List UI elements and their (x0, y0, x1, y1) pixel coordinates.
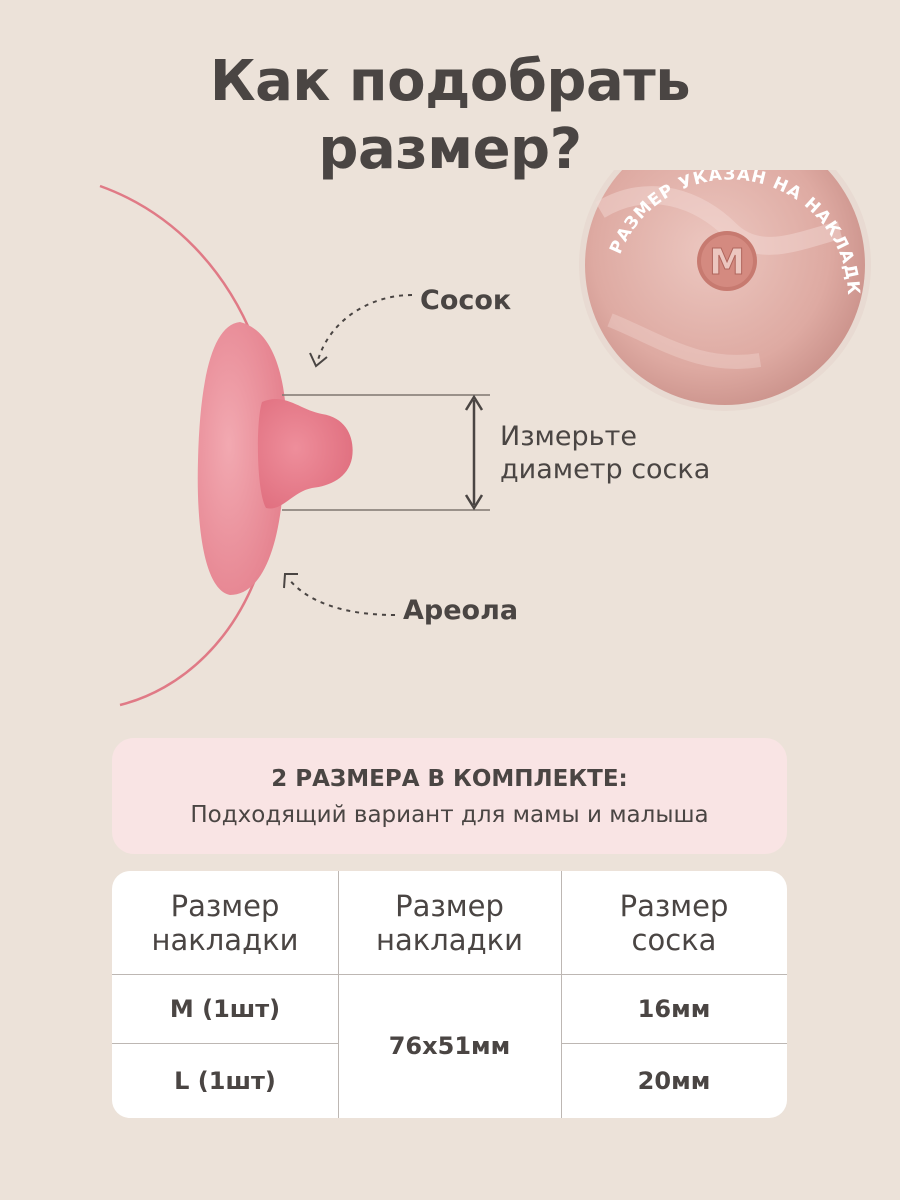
header-line: соска (631, 922, 717, 957)
title-line-2: размер? (318, 117, 582, 182)
measure-label-line-1: Измерьте (500, 421, 637, 452)
areola-label: Ареола (403, 595, 518, 626)
kit-subheading: Подходящий вариант для мамы и малыша (190, 802, 709, 828)
table-header-shield-size-2: Размер накладки (338, 871, 561, 974)
table-divider (112, 1043, 338, 1044)
table-divider (561, 871, 562, 1118)
nipple-shape (257, 399, 353, 509)
measurement-diagram: Сосок Ареола Измерьте диаметр соска M РА… (0, 170, 871, 707)
table-cell-size-l: L (1шт) (174, 1066, 276, 1095)
table-cell-nipple-16: 16мм (637, 994, 711, 1023)
kit-heading: 2 РАЗМЕРА В КОМПЛЕКТЕ: (271, 766, 628, 792)
table-divider (338, 871, 339, 1118)
areola-shape (197, 322, 287, 595)
measure-arrow-down (464, 494, 484, 511)
header-line: накладки (151, 922, 299, 957)
nipple-pointer-head (309, 352, 328, 368)
table-cell-size-m: M (1шт) (169, 994, 281, 1023)
table-cell-nipple-20: 20мм (637, 1066, 711, 1095)
table-cell-shield-dimensions: 76х51мм (388, 1032, 511, 1060)
size-table: Размер накладки Размер накладки Размер с… (112, 871, 787, 1118)
badge-size-letter: M (709, 242, 745, 283)
page-title: Как подобрать размер? (0, 48, 900, 184)
table-divider (112, 974, 787, 975)
title-line-1: Как подобрать (209, 49, 691, 114)
areola-pointer-arrow (287, 577, 396, 616)
measure-arrow-up (464, 394, 484, 411)
header-line: накладки (376, 922, 523, 957)
table-divider (561, 1043, 787, 1044)
table-header-nipple-size: Размер соска (561, 871, 787, 974)
table-header-shield-size-1: Размер накладки (112, 871, 338, 974)
measure-label-line-2: диаметр соска (500, 454, 710, 485)
header-line: Размер (395, 888, 504, 923)
header-line: Размер (170, 888, 280, 923)
header-line: Размер (619, 888, 729, 923)
nipple-pointer-arrow (317, 294, 413, 361)
kit-info-box: 2 РАЗМЕРА В КОМПЛЕКТЕ: Подходящий вариан… (112, 738, 787, 854)
areola-pointer-head (283, 573, 298, 589)
nipple-label: Сосок (420, 285, 511, 316)
